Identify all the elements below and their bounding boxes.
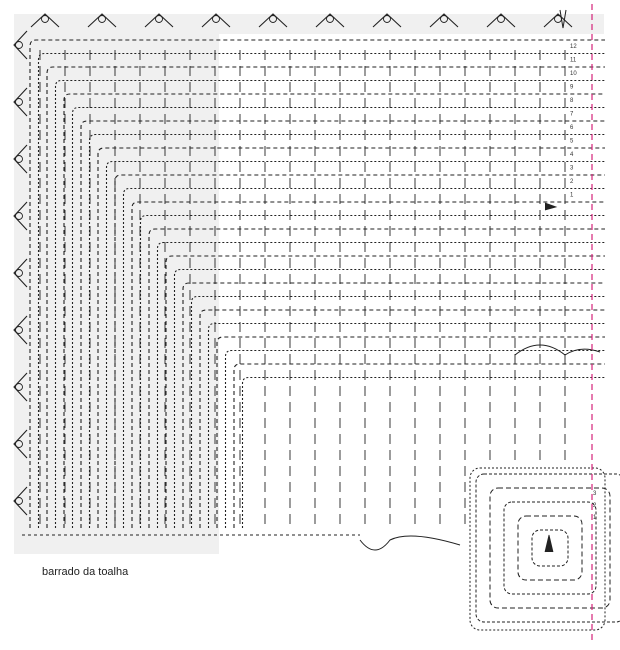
stitch-round: [148, 228, 605, 528]
stitch-round: [63, 93, 605, 528]
motif-round: [503, 501, 597, 595]
row-number: 11: [570, 58, 577, 64]
motif-round: [531, 529, 569, 567]
motif-round: [475, 473, 620, 623]
row-number: 10: [570, 71, 577, 77]
picot-loop: [383, 15, 391, 23]
shell-picot: [543, 13, 573, 28]
shell-picot: [258, 13, 288, 28]
row-number: 2: [570, 179, 574, 185]
shell-picot: [201, 13, 231, 28]
shell-picot: [13, 315, 28, 345]
picot-loop: [326, 15, 334, 23]
corner-row-number: 3: [593, 491, 597, 497]
shell-picot: [315, 13, 345, 28]
stitch-round: [46, 66, 605, 528]
chart-background-panel: [14, 14, 219, 554]
stitch-round: [122, 187, 605, 528]
picot-loop: [155, 15, 163, 23]
picot-loop: [15, 98, 23, 106]
picot-loop: [15, 269, 23, 277]
stitch-round: [182, 282, 605, 528]
stitch-round: [207, 322, 605, 528]
corner-row-number: 2: [593, 503, 597, 509]
shell-picot: [13, 429, 28, 459]
stitch-round: [131, 201, 605, 528]
stitch-round: [156, 241, 605, 528]
row-number: 8: [570, 98, 574, 104]
shell-picot: [13, 258, 28, 288]
shell-picot: [87, 13, 117, 28]
row-number-labels: 12 11 10 9 8 7 6 5 4 3 2 1 3 2 1: [570, 44, 597, 521]
arrow-down-icon: [559, 9, 567, 29]
stitch-round: [80, 120, 605, 528]
corner-scallop: [359, 535, 461, 551]
stitch-round: [88, 133, 605, 528]
stitch-round: [105, 160, 605, 528]
stitch-round: [241, 376, 605, 528]
stitch-round: [29, 39, 605, 528]
picot-loop: [98, 15, 106, 23]
stitch-round: [233, 363, 605, 528]
shell-picot: [13, 30, 28, 60]
shell-picot: [372, 13, 402, 28]
picot-loop: [15, 383, 23, 391]
shell-edge-layer: [13, 13, 573, 516]
motif-outer-border: [469, 467, 606, 631]
stitch-round: [97, 147, 605, 528]
picot-loop: [15, 41, 23, 49]
stitch-round: [224, 349, 605, 528]
stitch-round: [54, 79, 605, 528]
picot-loop: [15, 440, 23, 448]
picot-loop: [15, 497, 23, 505]
chart-caption: barrado da toalha: [42, 566, 129, 578]
shell-picot: [144, 13, 174, 28]
picot-loop: [15, 212, 23, 220]
shell-picot: [486, 13, 516, 28]
shell-picot: [13, 144, 28, 174]
row-number: 5: [570, 139, 574, 145]
corner-row-number: 1: [593, 515, 597, 521]
row-number: 4: [570, 152, 574, 158]
picot-loop: [15, 155, 23, 163]
motif-round: [489, 487, 611, 609]
stitch-round: [165, 255, 605, 528]
stitch-round: [216, 336, 605, 528]
shell-picot: [13, 486, 28, 516]
motif-round: [517, 515, 583, 581]
shell-picot: [13, 372, 28, 402]
stitch-round: [114, 174, 605, 528]
stitch-round: [199, 309, 605, 528]
picot-loop: [15, 326, 23, 334]
corner-motif: [359, 344, 620, 631]
stitch-round: [173, 268, 605, 528]
row-number: 1: [570, 193, 574, 199]
corner-scallop: [514, 344, 601, 356]
picot-loop: [440, 15, 448, 23]
shell-picot: [429, 13, 459, 28]
shell-picot: [13, 201, 28, 231]
row-number: 12: [570, 44, 577, 50]
shell-picot: [13, 87, 28, 117]
arrow-right-icon: [544, 202, 558, 211]
arrow-up-icon: [544, 534, 554, 553]
picot-loop: [212, 15, 220, 23]
row-number: 3: [570, 166, 574, 172]
row-number: 6: [570, 125, 574, 131]
stitch-layer: [22, 39, 605, 536]
row-number: 7: [570, 112, 574, 118]
chart-background-panel-top: [14, 14, 604, 34]
picot-loop: [269, 15, 277, 23]
shell-picot: [30, 13, 60, 28]
stitch-round: [190, 295, 605, 528]
picot-loop: [497, 15, 505, 23]
picot-loop: [41, 15, 49, 23]
row-number: 9: [570, 85, 574, 91]
